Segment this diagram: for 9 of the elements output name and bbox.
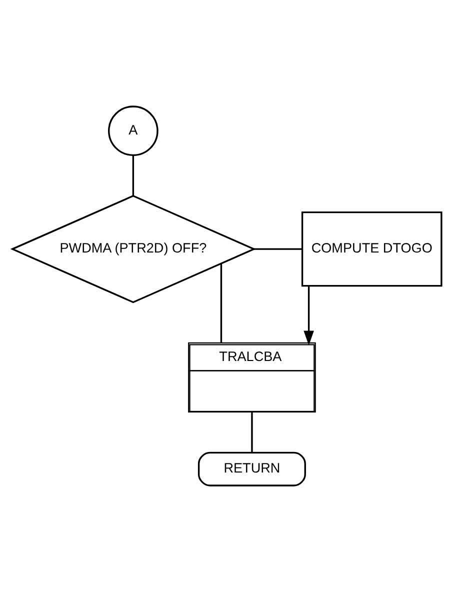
connector — [254, 248, 302, 250]
connector — [132, 154, 134, 196]
connector — [251, 412, 253, 452]
arrow — [304, 285, 314, 345]
node-circle: A — [108, 105, 158, 156]
node-box: RETURN — [198, 451, 306, 486]
connector — [220, 263, 222, 342]
node-diamond: PWDMA (PTR2D) OFF? — [10, 194, 256, 303]
node-box: COMPUTE DTOGO — [301, 210, 442, 286]
